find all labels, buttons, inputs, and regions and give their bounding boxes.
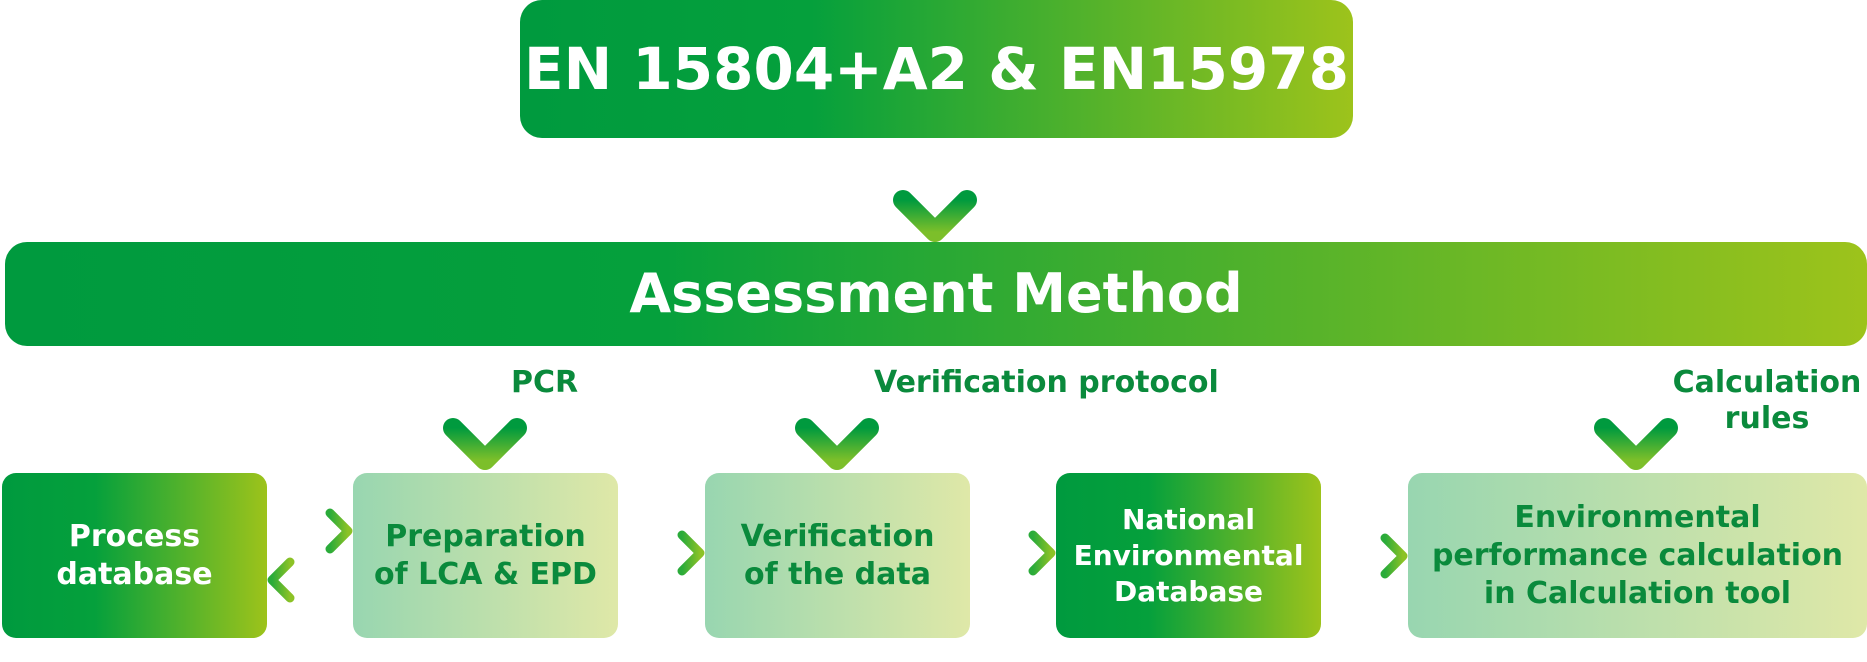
arrow-calculation-rules: [1594, 336, 1678, 470]
national-db-line2: Environmental: [1073, 538, 1304, 572]
preparation-text: Preparation of LCA & EPD: [353, 473, 618, 638]
assessment-method-bar: [5, 242, 1867, 346]
environmental-calc-line3: in Calculation tool: [1483, 575, 1792, 611]
national-db-line1: National: [1122, 502, 1255, 536]
process-database-box: [2, 473, 267, 638]
national-db-text: National Environmental Database: [1056, 473, 1321, 638]
arrow-standards-to-method: [893, 128, 977, 242]
environmental-calc-box: [1408, 473, 1867, 638]
arrow-process-to-preparation: [262, 508, 353, 554]
verification-text: Verification of the data: [705, 473, 970, 638]
arrow-verification-to-national-db: [965, 530, 1056, 576]
calculation-rules-line1: Calculation: [1672, 365, 1862, 400]
arrow-preparation-to-process: [267, 557, 358, 603]
preparation-line2: of LCA & EPD: [374, 556, 597, 592]
environmental-calc-line1: Environmental: [1514, 499, 1761, 535]
arrow-verification-protocol: [795, 336, 879, 470]
verification-protocol-label: Verification protocol: [874, 365, 1219, 400]
environmental-calc-line2: performance calculation: [1431, 537, 1844, 573]
environmental-calc-text: Environmental performance calculation in…: [1408, 473, 1867, 638]
process-database-text: Process database: [2, 473, 267, 638]
verification-line1: Verification: [740, 518, 935, 554]
national-db-line3: Database: [1113, 574, 1263, 608]
standards-box: [520, 0, 1353, 138]
arrow-pcr: [443, 336, 527, 470]
arrow-preparation-to-verification: [613, 530, 705, 576]
verification-line2: of the data: [744, 556, 931, 592]
process-database-line2: database: [56, 556, 213, 592]
standards-title: EN 15804+A2 & EN15978: [524, 35, 1349, 103]
arrow-national-db-to-environmental-calc: [1316, 533, 1408, 579]
assessment-method-title: Assessment Method: [629, 262, 1243, 325]
preparation-line1: Preparation: [385, 518, 586, 554]
calculation-rules-line2: rules: [1724, 401, 1810, 436]
process-database-line1: Process: [68, 518, 201, 554]
national-db-box: [1056, 473, 1321, 638]
calculation-rules-label: Calculation rules: [1672, 365, 1862, 437]
pcr-label: PCR: [511, 365, 579, 400]
preparation-box: [353, 473, 618, 638]
verification-box: [705, 473, 970, 638]
